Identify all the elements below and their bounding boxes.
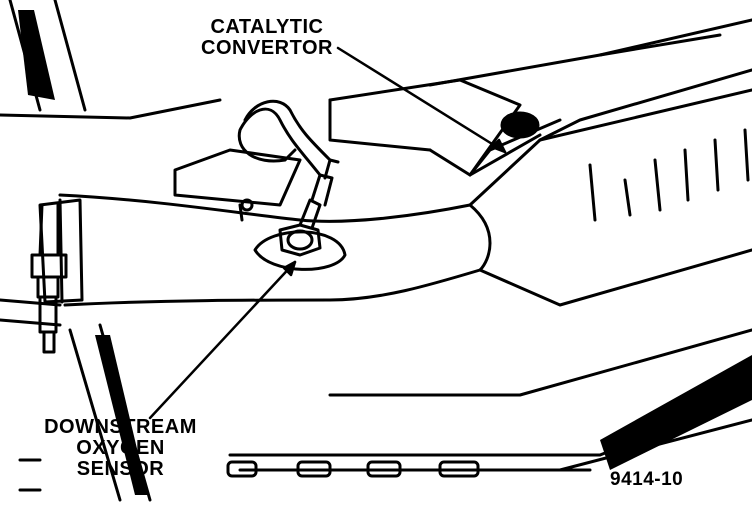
label-line: OXYGEN [76,437,165,459]
heat-shield-bracket [173,148,302,222]
label-line: DOWNSTREAM [44,416,197,438]
sensor-leader-line [148,260,297,420]
catalytic-leader-line [336,46,507,154]
frame-rail [0,0,222,502]
figure-number: 9414-10 [610,469,684,490]
leader-lines [148,46,507,420]
catalytic-leader-arrow [490,138,507,154]
catalytic-convertor-label: CATALYTIC CONVERTOR [192,17,342,59]
label-line: CONVERTOR [201,37,333,59]
label-line: SENSOR [76,458,165,480]
floor-pan [18,18,752,492]
oxygen-sensor [237,99,347,271]
label-line: CATALYTIC [210,16,324,38]
catalytic-convertor [328,68,752,307]
downstream-oxygen-sensor-label: DOWNSTREAM OXYGEN SENSOR [28,417,213,480]
sensor-leader-arrow [282,260,297,277]
exhaust-pipe [30,193,482,354]
